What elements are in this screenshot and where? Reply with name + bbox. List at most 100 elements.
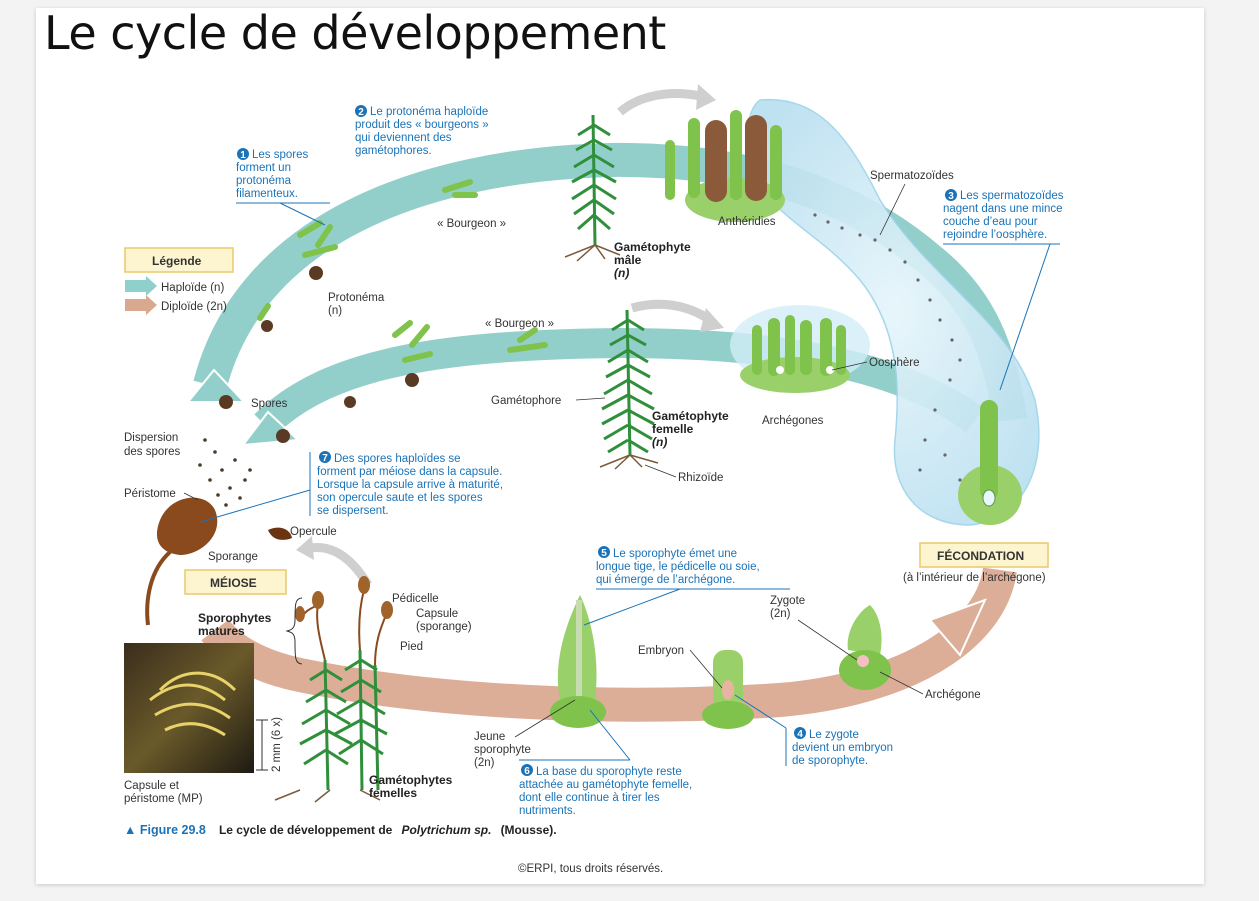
step-badge-4 [794,727,806,739]
step-4-line-1: Le zygote [809,729,859,741]
label-archegones: Archégones [762,415,824,427]
jeune-sporophyte-pointer [514,699,576,738]
step-5-line-1: Le sporophyte émet une [613,548,737,560]
step-number-3: 3 [948,191,954,202]
label-sporophytes-matures-1: Sporophytes [198,611,272,625]
step-badge-6 [521,764,533,776]
step-badge-3 [945,189,957,201]
meiose-box [184,569,287,595]
step-2: 2 Le protonéma haploïde produit des « bo… [355,105,489,157]
label-gametophytes-femelles-1: Gamétophytes [369,773,453,787]
brace [285,597,303,665]
spermatozoides-pointer [879,183,906,236]
step-6-line-1: La base du sporophyte reste [536,766,682,778]
legend-diploid-label: Diploïde (2n) [161,301,227,313]
figure-caption: ▲ Figure 29.8 Le cycle de développement … [124,819,557,838]
peristome-pointer [183,492,199,501]
label-opercule: Opercule [290,526,337,538]
step-1-pointer [279,202,326,226]
step-7-line-3: Lorsque la capsule arrive à maturité, [317,479,503,491]
step-3-line-4: rejoindre l’oosphère. [943,229,1047,241]
label-sporange: Sporange [208,551,258,563]
label-spores: Spores [251,398,288,410]
label-bourgeon-mid: « Bourgeon » [485,318,554,330]
step-number-4: 4 [797,729,803,740]
label-pied: Pied [400,641,423,653]
label-capsule-peristome-2: péristome (MP) [124,793,203,805]
label-protonema-2: (n) [328,305,342,317]
label-peristome: Péristome [124,488,176,500]
step-2-line-2: produit des « bourgeons » [355,119,489,131]
fecondation-box [919,542,1049,568]
step-number-7: 7 [322,453,328,464]
step-2-line-4: gamétophores. [355,145,432,157]
label-oosphere: Oosphère [869,357,920,369]
label-sporophytes-matures-2: matures [198,624,245,638]
label-gametophyte-male-2: mâle [614,253,642,267]
copyright: ©ERPI, tous droits réservés. [518,863,663,875]
step-1-line-2: forment un [236,162,291,174]
capsule-photo [124,643,254,773]
label-zygote-1: Zygote [770,595,805,607]
label-spermatozoides: Spermatozoïdes [870,170,954,182]
step-number-6: 6 [524,766,530,777]
step-1-line-3: protonéma [236,175,292,187]
embryon-pointer [689,649,723,689]
rhizoide-pointer [644,464,677,478]
archegone-fecondation [958,400,1022,525]
label-capsule-1: Capsule [416,608,458,620]
step-3-pointer [999,243,1051,391]
caption-species: Polytrichum sp. [401,823,491,837]
step-4-line-3: de sporophyte. [792,755,868,767]
step-7-line-5: se dispersent. [317,505,389,517]
step-3-line-1: Les spermatozoïdes [960,190,1064,202]
step-3-line-2: nagent dans une mince [943,203,1063,215]
step-number-1: 1 [240,150,246,161]
label-gametophyte-femelle-3: (n) [652,435,667,449]
step-7-line-2: forment par méiose dans la capsule. [317,466,502,478]
step-2-line-1: Le protonéma haploïde [370,106,488,118]
label-dispersion-1: Dispersion [124,432,178,444]
sporange-capsule [145,497,292,626]
archegones-illustration [730,305,870,393]
label-bourgeon-top: « Bourgeon » [437,218,506,230]
diploid-arrowhead [928,598,987,657]
step-5-line-3: qui émerge de l’archégone. [596,574,735,586]
label-gametophyte-femelle-2: femelle [652,422,694,436]
step-1: 1 Les spores forment un protonéma filame… [236,148,330,226]
gametophyte-femelle-plant [599,309,659,470]
protonema-illustrations [257,179,548,363]
step-6-pointer [589,709,631,761]
label-antheridies: Anthéridies [718,216,776,228]
legend: Légende Haploïde (n) Diploïde (2n) [124,247,234,315]
scale-label: 2 mm (6 x) [271,717,283,772]
step-3-line-3: couche d’eau pour [943,216,1038,228]
step-6-line-2: attachée au gamétophyte femelle, [519,779,692,791]
step-badge-1 [237,148,249,160]
label-embryon: Embryon [638,645,684,657]
label-capsule-peristome-1: Capsule et [124,780,180,792]
step-4: 4 Le zygote devient un embryon de sporop… [734,694,893,767]
step-7-line-4: son opercule saute et les spores [317,492,483,504]
dispersion-dots [198,438,252,507]
haploid-inner-arc [254,327,984,436]
step-number-2: 2 [358,107,364,118]
caption-text: Le cycle de développement de [219,823,393,837]
label-jeune-sporophyte-2: sporophyte [474,744,531,756]
step-7-pointer [199,489,311,523]
label-zygote-2: (2n) [770,608,791,620]
gray-arrow-mid [630,299,713,324]
step-3: 3 Les spermatozoïdes nagent dans une min… [943,189,1064,391]
label-capsule-2: (sporange) [416,621,472,633]
label-pedicelle: Pédicelle [392,593,439,605]
gray-arrowhead-opercule [296,536,314,560]
step-6-line-4: nutriments. [519,805,576,817]
gray-arrow-top [617,89,701,116]
gametophyte-male-plant [564,114,621,262]
step-5: 5 Le sporophyte émet une longue tige, le… [583,546,790,626]
jeune-sporophyte-illustration [550,595,606,728]
step-1-line-4: filamenteux. [236,188,298,200]
water-film [747,98,1040,526]
haploid-arrowhead-outer [185,368,247,403]
